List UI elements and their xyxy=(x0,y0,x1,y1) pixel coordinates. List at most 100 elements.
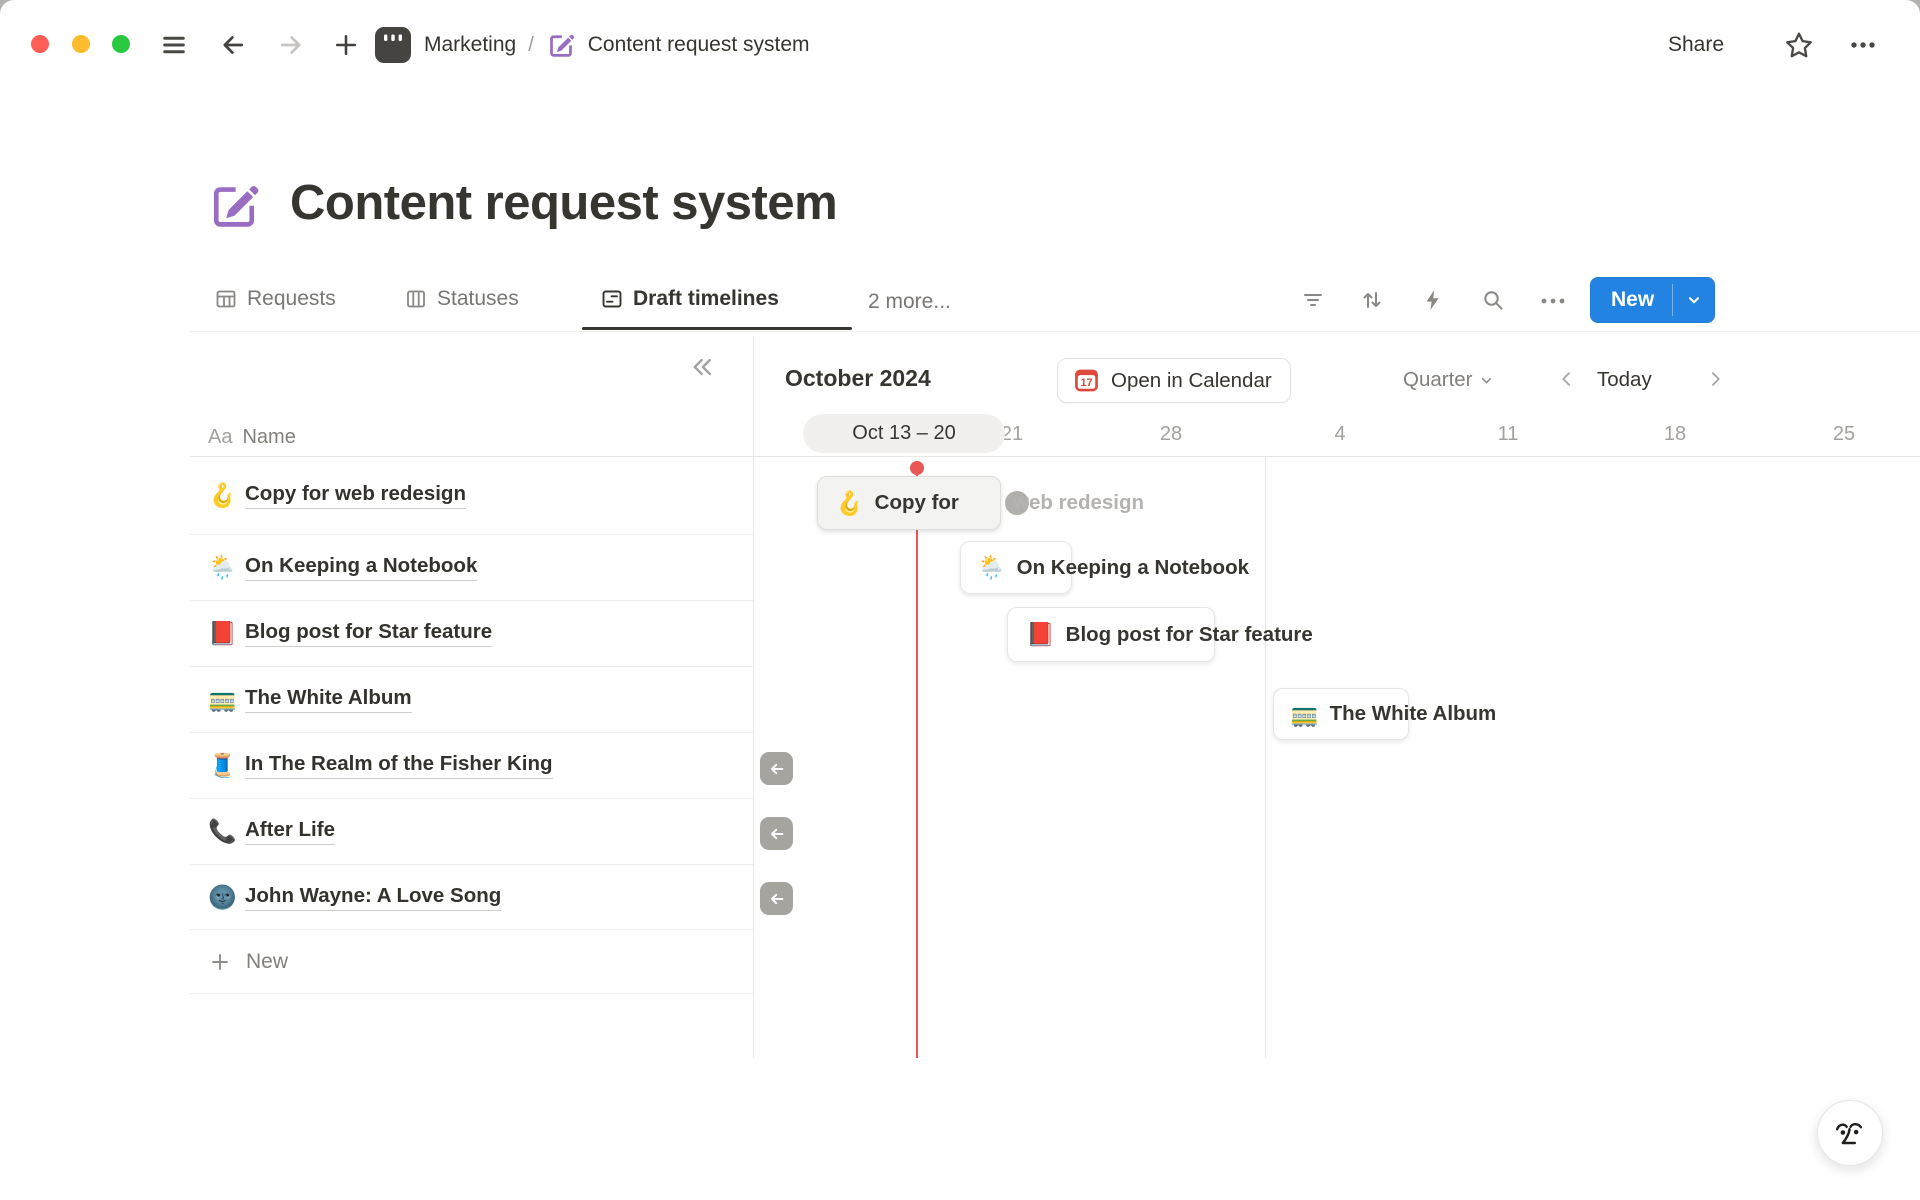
timeline-month-label: October 2024 xyxy=(785,365,931,391)
week-label: 28 xyxy=(1159,423,1183,445)
tab-requests-label: Requests xyxy=(247,287,336,310)
chevron-left-icon xyxy=(1562,372,1570,386)
board-icon xyxy=(407,290,425,308)
name-column-header[interactable]: Aa Name xyxy=(208,417,296,457)
timeline-today-button[interactable]: Today xyxy=(1597,368,1652,391)
table-row[interactable]: 📕 Blog post for Star feature xyxy=(190,601,753,667)
traffic-zoom-button[interactable] xyxy=(112,35,130,53)
add-row-label: New xyxy=(246,949,289,973)
ellipsis-icon xyxy=(1851,42,1875,48)
table-row[interactable]: 🧵 In The Realm of the Fisher King xyxy=(190,733,753,799)
breadcrumb: Marketing / Content request system xyxy=(374,26,810,64)
search-button[interactable] xyxy=(1481,288,1505,312)
breadcrumb-page-label: Content request system xyxy=(587,33,810,56)
timeline-zoom-value: Quarter xyxy=(1403,368,1473,391)
open-in-calendar-label: Open in Calendar xyxy=(1111,368,1272,392)
timeline-bar[interactable] xyxy=(960,541,1072,594)
bar-title: On Keeping a Notebook xyxy=(1016,555,1249,579)
chevron-right-icon xyxy=(1712,372,1720,386)
table-row[interactable]: 🪝 Copy for web redesign xyxy=(190,457,753,535)
view-more-button[interactable] xyxy=(1540,294,1566,308)
add-row-button[interactable]: New xyxy=(190,930,753,994)
topbar-more-button[interactable] xyxy=(1848,32,1878,58)
scroll-to-bar-left-button[interactable] xyxy=(760,817,793,850)
breadcrumb-workspace-item[interactable]: Marketing xyxy=(374,26,516,64)
back-button[interactable] xyxy=(219,31,247,59)
timeline-bar[interactable] xyxy=(817,476,1001,530)
open-in-calendar-button[interactable]: 17 Open in Calendar xyxy=(1057,358,1291,403)
page-icon[interactable] xyxy=(206,177,262,233)
sort-icon xyxy=(1363,292,1381,308)
timeline-bar-content: 📕 Blog post for Star feature xyxy=(1026,607,1313,662)
timeline-next-button[interactable] xyxy=(1705,369,1725,389)
table-row[interactable]: 📞 After Life xyxy=(190,799,753,865)
tab-statuses-label: Statuses xyxy=(437,287,519,310)
row-title: John Wayne: A Love Song xyxy=(245,884,502,911)
table-row[interactable]: 🌚 John Wayne: A Love Song xyxy=(190,865,753,930)
favorite-button[interactable] xyxy=(1784,30,1814,60)
filter-icon xyxy=(1304,294,1322,306)
week-label: 25 xyxy=(1832,423,1856,445)
tab-requests[interactable]: Requests xyxy=(214,287,336,311)
hamburger-icon xyxy=(163,36,185,54)
today-dot xyxy=(910,461,924,475)
sort-button[interactable] xyxy=(1360,288,1384,312)
row-title: On Keeping a Notebook xyxy=(245,554,478,581)
bar-resize-handle[interactable] xyxy=(1005,491,1029,515)
scroll-to-bar-left-button[interactable] xyxy=(760,752,793,785)
timeline-bar-content: 🚃 The White Album xyxy=(1290,688,1496,740)
current-week-pill[interactable]: Oct 13 – 20 xyxy=(803,414,1005,453)
timeline-zoom-select[interactable]: Quarter xyxy=(1403,368,1495,392)
breadcrumb-separator: / xyxy=(528,33,534,56)
svg-text:17: 17 xyxy=(1080,377,1092,389)
chevron-down-icon xyxy=(1481,377,1491,383)
timeline-prev-button[interactable] xyxy=(1557,369,1577,389)
scroll-to-bar-left-button[interactable] xyxy=(760,882,793,915)
bar-title: The White Album xyxy=(1329,702,1497,725)
tab-more[interactable]: 2 more... xyxy=(868,290,951,313)
timeline-bar[interactable] xyxy=(1007,607,1215,662)
tab-statuses[interactable]: Statuses xyxy=(404,287,519,311)
share-button[interactable]: Share xyxy=(1668,33,1725,56)
notion-ai-button[interactable] xyxy=(1817,1100,1883,1166)
timeline-bar[interactable] xyxy=(1273,688,1409,740)
bar-emoji: 🌦️ xyxy=(977,554,1006,580)
table-row[interactable]: 🚃 The White Album xyxy=(190,667,753,733)
row-title: After Life xyxy=(245,818,335,845)
arrow-left-icon xyxy=(770,828,783,839)
tab-draft-timelines[interactable]: Draft timelines xyxy=(600,287,779,311)
new-dropdown-button[interactable] xyxy=(1673,277,1715,323)
traffic-close-button[interactable] xyxy=(31,35,49,53)
row-emoji: 🧵 xyxy=(208,752,237,778)
panel-timeline-divider[interactable] xyxy=(753,336,754,1058)
chevron-down-icon xyxy=(1689,297,1700,304)
page-title[interactable]: Content request system xyxy=(290,176,838,230)
row-title: Blog post for Star feature xyxy=(245,620,493,647)
lightning-icon xyxy=(1426,290,1439,310)
traffic-minimize-button[interactable] xyxy=(72,35,90,53)
new-button[interactable]: New xyxy=(1611,288,1655,311)
forward-button[interactable] xyxy=(277,31,305,59)
sidebar-menu-button[interactable] xyxy=(160,31,188,59)
name-column-label: Name xyxy=(242,425,296,448)
filter-button[interactable] xyxy=(1301,288,1325,312)
row-emoji: 🌚 xyxy=(208,883,237,910)
new-button-divider xyxy=(1672,284,1674,316)
tabs-divider xyxy=(190,331,1920,332)
automations-button[interactable] xyxy=(1421,288,1445,312)
double-chevron-left-icon xyxy=(693,358,711,376)
bar-title: Blog post for Star feature xyxy=(1065,622,1313,646)
breadcrumb-page-item[interactable]: Content request system xyxy=(546,30,810,60)
timeline-bar-content: 🪝 Copy for xyxy=(835,476,959,530)
page-pencil-icon-large xyxy=(213,185,259,227)
new-page-button[interactable] xyxy=(332,31,360,59)
table-row[interactable]: 🌦️ On Keeping a Notebook xyxy=(190,535,753,601)
star-icon xyxy=(1786,32,1812,58)
timeline-header-divider xyxy=(190,456,1920,457)
bar-title: Copy for xyxy=(874,491,959,514)
collapse-panel-button[interactable] xyxy=(686,352,716,382)
week-label: 11 xyxy=(1497,423,1519,445)
ai-face-icon xyxy=(1835,1123,1863,1145)
ellipsis-icon xyxy=(1541,298,1565,304)
bar-emoji: 🚃 xyxy=(1290,700,1319,727)
